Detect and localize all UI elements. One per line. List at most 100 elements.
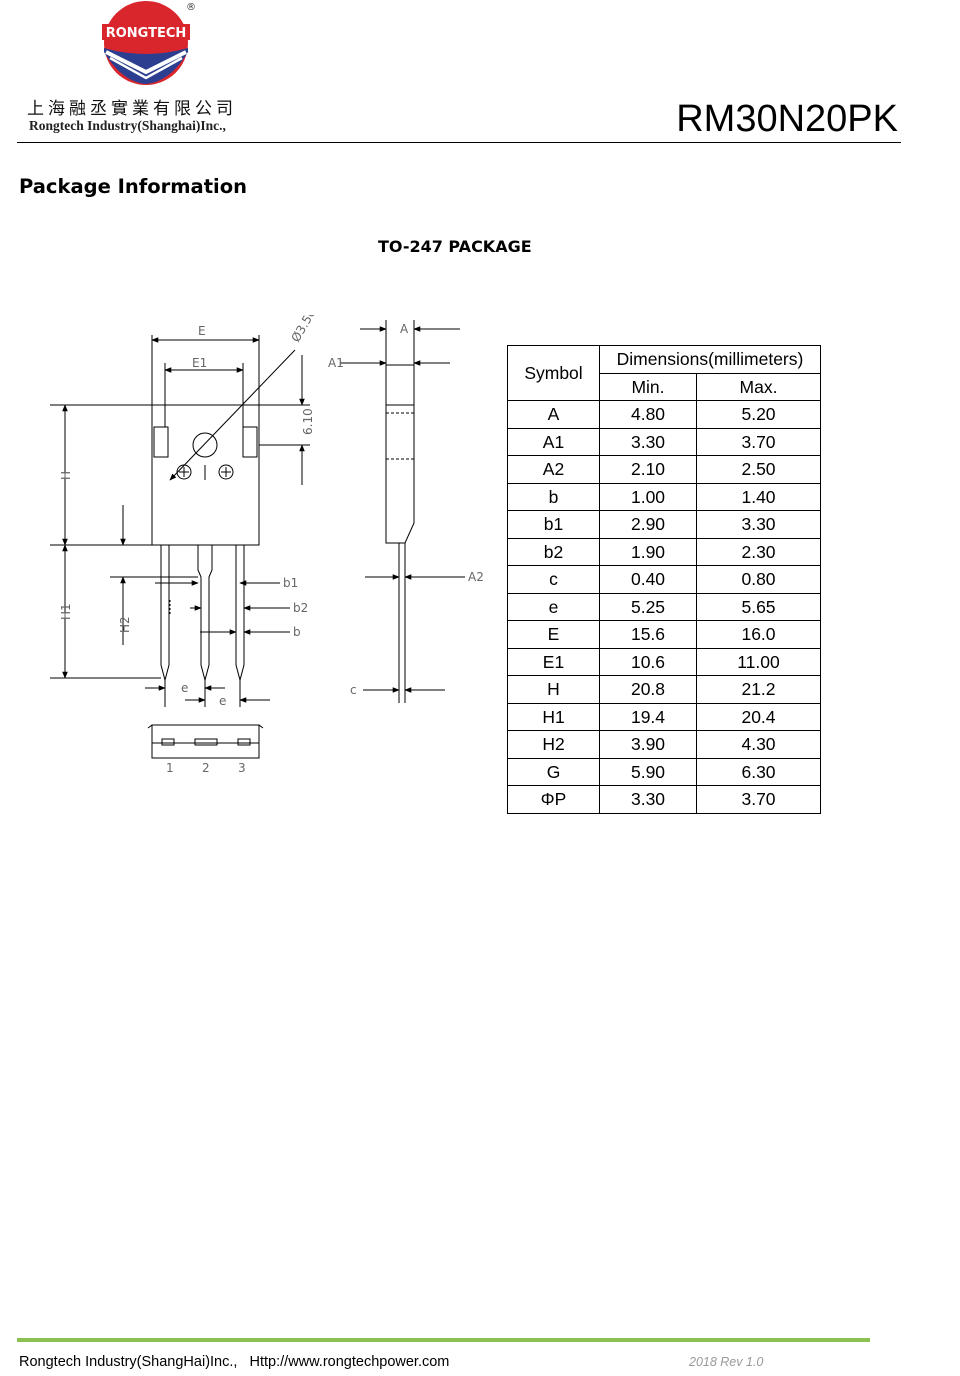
symbol-cell: e [507,592,600,621]
label-b1: b1 [283,576,298,590]
lead-1 [160,545,170,682]
symbol-cell: H2 [507,730,600,759]
symbol-cell: H1 [507,702,600,731]
registered-mark: ® [186,2,196,13]
symbol-cell: A1 [507,427,600,456]
company-name-english: Rongtech Industry(Shanghai)Inc., [29,118,226,133]
label-E1: E1 [192,356,207,370]
max-cell: 2.30 [696,537,821,566]
max-cell: 1.40 [696,482,821,511]
max-cell: 4.30 [696,730,821,759]
label-6-10: 6.10 [301,408,315,435]
min-cell: 3.90 [599,730,697,759]
label-H2: H2 [118,616,132,633]
min-cell: 5.25 [599,592,697,621]
label-c: c [350,683,357,697]
part-number: RM30N20PK [676,98,898,140]
left-notch [153,426,169,458]
side-view-body [385,364,415,544]
min-cell: 3.30 [599,785,697,814]
footer-url[interactable]: Http://www.rongtechpower.com [249,1354,450,1370]
bottom-view-body [151,724,260,759]
min-cell: 1.90 [599,537,697,566]
max-cell: 3.70 [696,427,821,456]
lead-2 [197,545,213,682]
min-cell: 0.40 [599,565,697,594]
label-H: H [59,471,73,480]
max-cell: 21.2 [696,675,821,704]
label-A1: A1 [328,356,344,370]
symbol-cell: H [507,675,600,704]
lead-3 [235,545,245,682]
symbol-cell: c [507,565,600,594]
max-cell: 3.70 [696,785,821,814]
label-b2: b2 [293,601,308,615]
pin-3-label: 3 [238,761,246,775]
max-cell: 3.30 [696,510,821,539]
footer-contact: Rongtech Industry(ShangHai)Inc., Http://… [19,1354,449,1370]
symbol-cell: E1 [507,647,600,676]
symbol-cell: G [507,757,600,786]
min-cell: 10.6 [599,647,697,676]
footer-company: Rongtech Industry(ShangHai)Inc., [19,1354,238,1370]
symbol-cell: b2 [507,537,600,566]
company-name-chinese: 上海融丞實業有限公司 [27,99,237,119]
symbol-header: Symbol [507,345,600,401]
label-H1: H1 [59,603,73,620]
company-logo: RONGTECH ® [102,1,196,85]
min-cell: 2.10 [599,455,697,484]
symbol-cell: b [507,482,600,511]
max-cell: 6.30 [696,757,821,786]
label-A2: A2 [468,570,484,584]
footer-revision: 2018 Rev 1.0 [689,1355,764,1369]
label-A: A [400,322,409,336]
package-outline-drawing: E E1 Ø3.50 6.10 H H1 H2 b1 b2 b e e A A1… [50,315,484,775]
max-cell: 5.20 [696,400,821,429]
min-cell: 3.30 [599,427,697,456]
dimensions-header: Dimensions(millimeters) [599,345,821,374]
right-notch [242,426,258,458]
max-cell: 11.00 [696,647,821,676]
min-cell: 20.8 [599,675,697,704]
max-cell: 5.65 [696,592,821,621]
min-cell: 1.00 [599,482,697,511]
min-cell: 5.90 [599,757,697,786]
symbol-cell: ΦP [507,785,600,814]
header-divider [17,142,901,143]
min-cell: 19.4 [599,702,697,731]
mounting-hole [192,432,218,458]
package-title: TO-247 PACKAGE [378,237,532,256]
min-cell: 15.6 [599,620,697,649]
label-b: b [293,625,301,639]
symbol-cell: E [507,620,600,649]
dimensions-table: Symbol Dimensions(millimeters) Min. Max.… [507,345,821,814]
pin-1-label: 1 [166,761,174,775]
symbol-cell: A [507,400,600,429]
max-cell: 2.50 [696,455,821,484]
min-cell: 4.80 [599,400,697,429]
max-cell: 0.80 [696,565,821,594]
min-header: Min. [599,372,697,401]
max-cell: 16.0 [696,620,821,649]
label-phi: Ø3.50 [288,315,318,345]
logo-text: RONGTECH [106,26,187,41]
max-header: Max. [696,372,821,401]
label-E: E [198,324,206,338]
pin-2-label: 2 [202,761,210,775]
min-cell: 2.90 [599,510,697,539]
max-cell: 20.4 [696,702,821,731]
